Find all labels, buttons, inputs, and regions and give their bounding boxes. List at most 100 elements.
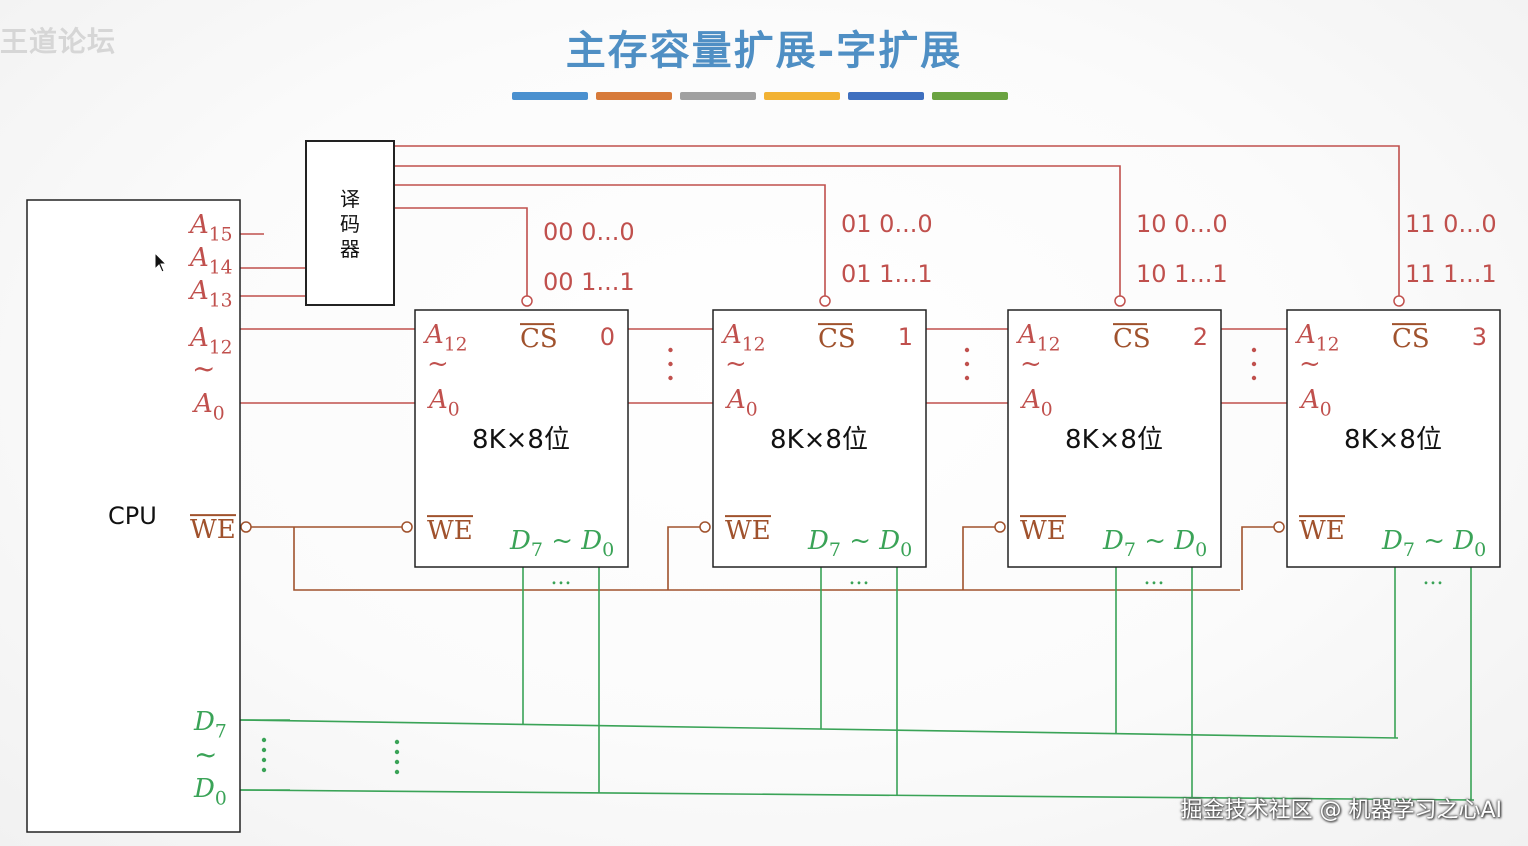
- cpu-pin-a15: A15: [188, 210, 233, 245]
- chip2-capacity: 8K×8位: [1065, 425, 1163, 455]
- chip1-pin-a0: A0: [725, 385, 758, 420]
- chip0-pin-a0: A0: [427, 385, 460, 420]
- chip3-addr-range-high: 11 1...1: [1405, 260, 1497, 288]
- memory-chip-0: [414, 309, 629, 568]
- watermark-top-left: 王道论坛: [0, 25, 117, 58]
- cs-bubble-2: [1114, 295, 1126, 307]
- decoder-label-char-2: 器: [340, 237, 360, 261]
- addr-dots-0-1: [668, 361, 673, 367]
- chip1-index: 1: [898, 323, 913, 351]
- data-bus-dots-mid-0: [394, 739, 400, 745]
- blocks: [26, 140, 1501, 833]
- chip3-data-ellipsis: ...: [1423, 565, 1444, 590]
- cpu-pin-data-tilde: ~: [194, 738, 217, 771]
- chip3-pin-data-range: D7 ~ D0: [1381, 526, 1486, 561]
- chip-we-bubble-0: [401, 521, 413, 533]
- chip2-pin-data-range: D7 ~ D0: [1102, 526, 1207, 561]
- data-bus-dots-mid-1: [394, 749, 400, 755]
- decoder-block: [305, 140, 395, 306]
- cpu-pin-addr-tilde: ~: [192, 352, 215, 385]
- cpu-pin-we: WE: [190, 515, 236, 545]
- wire-d0-bus: [239, 789, 1475, 801]
- chip1-pin-a12: A12: [721, 320, 766, 355]
- chip0-index: 0: [600, 323, 615, 351]
- chip0-pin-cs: CS: [520, 324, 558, 354]
- chip3-pin-we: WE: [1299, 516, 1345, 546]
- title-color-bar-4: [848, 92, 924, 100]
- cpu-pin-a13: A13: [188, 276, 233, 311]
- chip1-data-ellipsis: ...: [849, 565, 870, 590]
- cpu-pin-a14: A14: [188, 243, 233, 278]
- chip2-pin-we: WE: [1020, 516, 1066, 546]
- chip2-pin-a12: A12: [1016, 320, 1061, 355]
- chip1-addr-range-low: 01 0...0: [841, 210, 933, 238]
- chip2-data-ellipsis: ...: [1144, 565, 1165, 590]
- chip0-data-ellipsis: ...: [551, 565, 572, 590]
- chip1-pin-cs: CS: [818, 324, 856, 354]
- chip1-pin-addr-tilde: ~: [725, 349, 747, 379]
- wire-decoder-out-2: [394, 165, 1121, 296]
- addr-dots-1-0: [964, 347, 970, 353]
- data-bus-dots-left-2: [261, 757, 267, 763]
- addr-dots-2-2: [1251, 375, 1257, 381]
- labels: CPU译码器A15A14A13A12~A0WED7~D0............…: [108, 187, 1497, 809]
- data-bus-dots-mid-2: [394, 759, 400, 765]
- chip2-pin-addr-tilde: ~: [1020, 349, 1042, 379]
- data-bus-dots-left-1: [261, 747, 267, 753]
- chip3-pin-a12: A12: [1295, 320, 1340, 355]
- slide-title: 主存容量扩展-字扩展: [565, 27, 963, 74]
- wire-we-bus: [293, 527, 1240, 591]
- addr-dots-2-1: [1251, 361, 1257, 367]
- wires: [239, 145, 1475, 801]
- chip2-pin-cs: CS: [1113, 324, 1151, 354]
- addr-dots-2-0: [1251, 347, 1257, 353]
- title-color-bar-1: [596, 92, 672, 100]
- wire-decoder-out-3: [394, 145, 1400, 296]
- cpu-label: CPU: [108, 502, 157, 530]
- addr-dots-0-2: [668, 375, 673, 381]
- chip1-pin-data-range: D7 ~ D0: [807, 526, 912, 561]
- cpu-pin-d7: D7: [193, 707, 227, 742]
- memory-chip-2: [1007, 309, 1222, 568]
- chip0-pin-we: WE: [427, 516, 473, 546]
- chip3-pin-addr-tilde: ~: [1299, 349, 1321, 379]
- wire-we-branch-3: [1241, 526, 1274, 590]
- chip3-capacity: 8K×8位: [1344, 425, 1442, 455]
- watermark-bottom-right: 掘金技术社区 @ 机器学习之心AI: [1180, 798, 1502, 823]
- chip3-pin-cs: CS: [1392, 324, 1430, 354]
- chip-we-bubble-2: [994, 521, 1006, 533]
- chip0-pin-a12: A12: [423, 320, 468, 355]
- cpu-pin-a12: A12: [188, 323, 233, 358]
- chip3-addr-range-low: 11 0...0: [1405, 210, 1497, 238]
- mouse-cursor-icon: [154, 252, 168, 273]
- wire-we-branch-1: [667, 526, 700, 590]
- wire-d7-bus: [239, 719, 1399, 739]
- chip1-capacity: 8K×8位: [770, 425, 868, 455]
- data-bus-dots-left-3: [261, 767, 267, 773]
- addr-dots-1-1: [964, 361, 970, 367]
- decoder-label-char-1: 码: [340, 212, 360, 236]
- wire-decoder-out-0: [394, 207, 528, 296]
- title-color-bar-2: [680, 92, 756, 100]
- data-bus-dots-mid-3: [394, 769, 400, 775]
- addr-dots-1-2: [964, 375, 970, 381]
- addr-dots-0-0: [668, 347, 673, 353]
- chip-we-bubble-1: [699, 521, 711, 533]
- cs-bubble-0: [521, 295, 533, 307]
- chip2-pin-a0: A0: [1020, 385, 1053, 420]
- cpu-pin-d0: D0: [193, 774, 227, 809]
- cpu-we-bubble: [240, 521, 252, 533]
- chip3-pin-a0: A0: [1299, 385, 1332, 420]
- title-color-bars: [512, 92, 1008, 100]
- cs-bubble-1: [819, 295, 831, 307]
- title-color-bar-3: [764, 92, 840, 100]
- data-bus-dots-left-0: [261, 737, 267, 743]
- chip0-capacity: 8K×8位: [472, 425, 570, 455]
- chip-we-bubble-3: [1273, 521, 1285, 533]
- chip0-pin-addr-tilde: ~: [427, 349, 449, 379]
- memory-chip-3: [1286, 309, 1501, 568]
- chip0-addr-range-high: 00 1...1: [543, 268, 635, 296]
- chip2-index: 2: [1193, 323, 1208, 351]
- wire-we-branch-2: [962, 526, 995, 590]
